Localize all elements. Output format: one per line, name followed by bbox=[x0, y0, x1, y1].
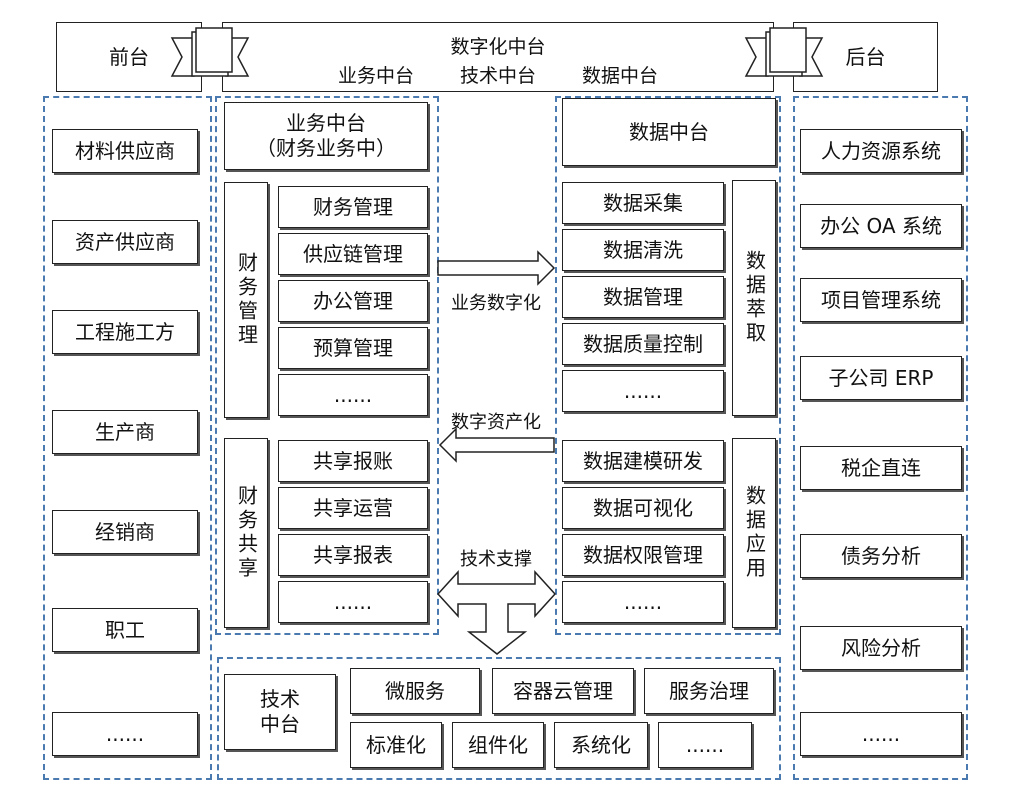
data-extract-item: ...... bbox=[562, 370, 724, 412]
data-apply-item: ...... bbox=[562, 581, 724, 623]
finance-share-label: 财务共享 bbox=[224, 438, 268, 628]
back-header: 后台 bbox=[793, 22, 938, 92]
tech-item: ...... bbox=[658, 722, 752, 768]
ribbon-left-icon bbox=[170, 27, 250, 77]
business-title-line2: （财务业务中） bbox=[256, 136, 396, 160]
back-item: 项目管理系统 bbox=[800, 278, 962, 322]
tech-title-line1: 技术 bbox=[260, 687, 300, 711]
front-item: 工程施工方 bbox=[52, 310, 198, 354]
business-title: 业务中台 （财务业务中） bbox=[224, 102, 428, 170]
tech-item: 系统化 bbox=[554, 722, 648, 768]
finance-share-item: 共享报表 bbox=[278, 534, 428, 576]
front-item: 资产供应商 bbox=[52, 220, 198, 264]
finance-mgmt-item: 办公管理 bbox=[278, 280, 428, 322]
back-item: 子公司 ERP bbox=[800, 356, 962, 400]
front-item: 生产商 bbox=[52, 410, 198, 454]
business-title-line1: 业务中台 bbox=[286, 111, 366, 135]
tech-item: 容器云管理 bbox=[492, 668, 634, 714]
arrow-tech-support-icon bbox=[436, 570, 557, 655]
ribbon-right-icon bbox=[744, 27, 824, 77]
back-item: 债务分析 bbox=[800, 534, 962, 578]
back-item: 税企直连 bbox=[800, 446, 962, 490]
front-region bbox=[43, 96, 212, 780]
back-item: 办公 OA 系统 bbox=[800, 204, 962, 248]
middle-subtitle-tech: 技术中台 bbox=[459, 65, 536, 87]
tech-title-line2: 中台 bbox=[260, 712, 300, 736]
data-extract-item: 数据采集 bbox=[562, 182, 724, 224]
front-item: 职工 bbox=[52, 608, 198, 652]
finance-mgmt-label: 财务管理 bbox=[224, 182, 268, 418]
data-extract-item: 数据清洗 bbox=[562, 229, 724, 271]
back-item: 风险分析 bbox=[800, 626, 962, 670]
middle-subtitle-business: 业务中台 bbox=[337, 65, 414, 87]
tech-item: 标准化 bbox=[350, 722, 442, 768]
front-item: 材料供应商 bbox=[52, 129, 198, 173]
arrow-right-icon bbox=[437, 250, 556, 286]
arrow-left-icon bbox=[438, 427, 555, 463]
finance-mgmt-item: 财务管理 bbox=[278, 186, 428, 228]
data-apply-item: 数据权限管理 bbox=[562, 534, 724, 576]
data-apply-item: 数据可视化 bbox=[562, 487, 724, 529]
finance-mgmt-item: ...... bbox=[278, 374, 428, 416]
label-business-digitalization: 业务数字化 bbox=[451, 293, 541, 314]
middle-subtitle-data: 数据中台 bbox=[581, 65, 658, 87]
middle-header bbox=[222, 22, 774, 92]
finance-mgmt-item: 供应链管理 bbox=[278, 233, 428, 275]
front-item: 经销商 bbox=[52, 510, 198, 554]
tech-title: 技术 中台 bbox=[224, 674, 336, 750]
label-digital-assetization: 数字资产化 bbox=[451, 412, 541, 433]
back-item: 人力资源系统 bbox=[800, 129, 962, 173]
finance-share-item: ...... bbox=[278, 581, 428, 623]
data-extract-item: 数据管理 bbox=[562, 276, 724, 318]
back-region bbox=[793, 96, 968, 780]
back-item: ...... bbox=[800, 712, 962, 756]
data-extract-label: 数据萃取 bbox=[732, 180, 776, 416]
tech-region bbox=[217, 657, 781, 780]
finance-mgmt-item: 预算管理 bbox=[278, 327, 428, 369]
middle-title: 数字化中台 bbox=[450, 36, 546, 58]
finance-share-item: 共享运营 bbox=[278, 487, 428, 529]
tech-item: 组件化 bbox=[452, 722, 544, 768]
business-region bbox=[215, 96, 439, 635]
data-apply-item: 数据建模研发 bbox=[562, 440, 724, 482]
label-tech-support: 技术支撑 bbox=[460, 549, 532, 570]
tech-item: 服务治理 bbox=[644, 668, 774, 714]
data-region bbox=[555, 96, 781, 635]
data-extract-item: 数据质量控制 bbox=[562, 323, 724, 365]
tech-item: 微服务 bbox=[350, 668, 480, 714]
data-apply-label: 数据应用 bbox=[732, 438, 776, 628]
data-mid-title: 数据中台 bbox=[562, 98, 776, 166]
front-item: ...... bbox=[52, 712, 198, 756]
finance-share-item: 共享报账 bbox=[278, 440, 428, 482]
